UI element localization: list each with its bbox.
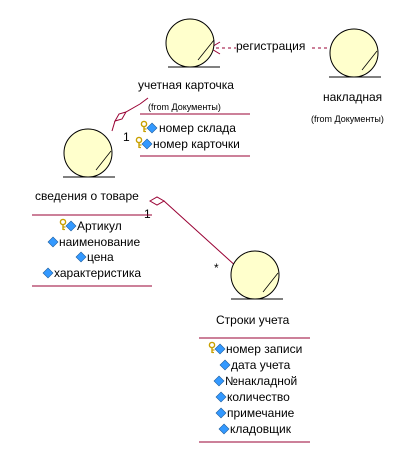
entity-uchetnaya-kartochka[interactable]: учетная карточка (from Документы) номер … xyxy=(135,18,250,157)
attribute-icon xyxy=(65,220,77,232)
attribute-icon xyxy=(215,407,227,419)
association-goods-rows[interactable]: 1 * xyxy=(144,196,239,275)
attribute-icon xyxy=(75,251,87,263)
attribute-icon xyxy=(213,375,225,387)
attribute-row[interactable]: цена xyxy=(75,250,114,264)
svg-text:цена: цена xyxy=(87,250,114,264)
svg-text:Артикул: Артикул xyxy=(77,219,122,233)
registration-relation[interactable]: регистрация xyxy=(209,39,332,55)
attribute-row[interactable]: №накладной xyxy=(213,374,297,388)
entity-icon xyxy=(230,250,280,300)
entity-icon xyxy=(63,128,113,178)
entity-icon xyxy=(165,18,215,68)
multiplicity-many: * xyxy=(214,261,219,275)
registration-label: регистрация xyxy=(236,39,305,53)
multiplicity-1b: 1 xyxy=(144,207,151,221)
attribute-row[interactable]: количество xyxy=(215,390,290,404)
svg-text:характеристика: характеристика xyxy=(54,266,141,280)
key-icon xyxy=(135,136,143,149)
attribute-icon xyxy=(214,343,226,355)
attribute-row[interactable]: примечание xyxy=(215,406,295,420)
svg-text:дата учета: дата учета xyxy=(231,358,291,372)
svg-text:количество: количество xyxy=(227,390,290,404)
entity-icon xyxy=(329,28,379,78)
entity-name: сведения о товаре xyxy=(35,189,139,203)
attribute-row[interactable]: наименование xyxy=(47,235,140,249)
key-icon xyxy=(140,120,148,133)
attribute-row[interactable]: дата учета xyxy=(219,358,291,372)
attribute-icon xyxy=(146,122,158,134)
attribute-icon xyxy=(47,236,59,248)
attribute-icon xyxy=(42,267,54,279)
attribute-icon xyxy=(215,391,227,403)
key-icon xyxy=(208,341,216,354)
entity-name: учетная карточка xyxy=(138,78,234,92)
svg-text:номер карточки: номер карточки xyxy=(153,137,240,151)
association-card-goods[interactable]: 1 xyxy=(111,97,149,144)
svg-text:примечание: примечание xyxy=(227,406,295,420)
attribute-row[interactable]: номер склада xyxy=(140,120,236,135)
entity-package: (from Документы) xyxy=(148,102,221,112)
entity-nakladnaya[interactable]: накладная (from Документы) xyxy=(311,28,384,124)
attribute-icon xyxy=(219,359,231,371)
svg-text:№накладной: №накладной xyxy=(225,374,297,388)
entity-name: накладная xyxy=(323,90,382,104)
multiplicity-1: 1 xyxy=(123,130,130,144)
entity-svedeniya-o-tovare[interactable]: сведения о товаре Артикул наименование ц… xyxy=(32,128,152,287)
svg-text:номер записи: номер записи xyxy=(226,342,302,356)
attribute-row[interactable]: номер записи xyxy=(208,341,302,356)
attribute-row[interactable]: номер карточки xyxy=(135,136,240,151)
entity-package: (from Документы) xyxy=(311,114,384,124)
svg-text:кладовщик: кладовщик xyxy=(230,422,292,436)
attribute-icon xyxy=(141,138,153,150)
entity-stroki-ucheta[interactable]: Строки учета номер записи дата учета №на… xyxy=(199,250,310,443)
entity-name: Строки учета xyxy=(216,313,290,327)
svg-text:наименование: наименование xyxy=(59,235,140,249)
key-icon xyxy=(59,218,67,231)
attribute-icon xyxy=(218,423,230,435)
attribute-row[interactable]: Артикул xyxy=(59,218,122,233)
attribute-row[interactable]: характеристика xyxy=(42,266,141,280)
svg-text:номер склада: номер склада xyxy=(159,121,236,135)
attribute-row[interactable]: кладовщик xyxy=(218,422,292,436)
